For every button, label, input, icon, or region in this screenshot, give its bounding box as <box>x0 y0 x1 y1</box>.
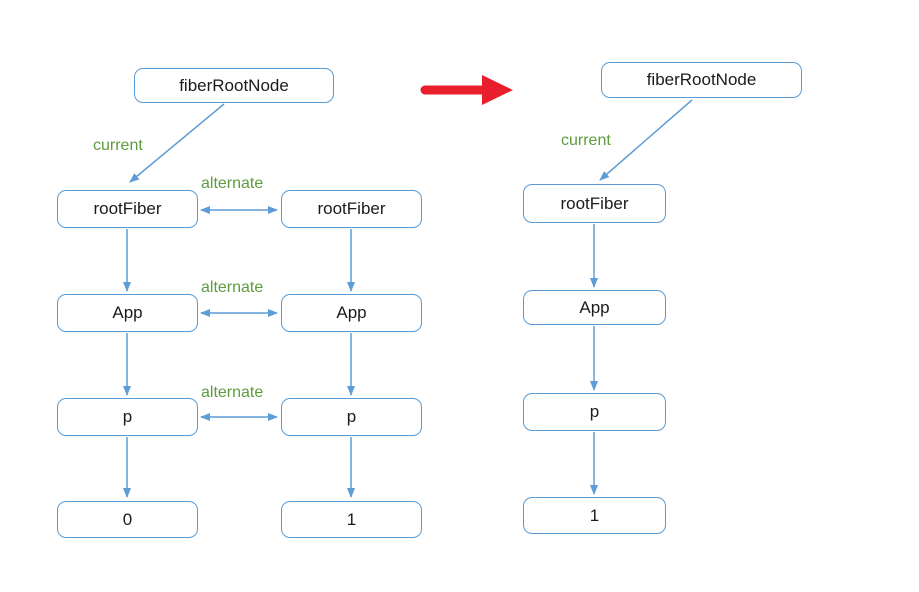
node-right-1: 1 <box>523 497 666 534</box>
node-left-fiberrootnode: fiberRootNode <box>134 68 334 103</box>
node-right-p: p <box>523 393 666 431</box>
node-left-current-p: p <box>57 398 198 436</box>
label-right-current: current <box>561 132 611 149</box>
node-right-app: App <box>523 290 666 325</box>
red-arrow-head <box>482 75 513 105</box>
node-right-rootfiber: rootFiber <box>523 184 666 223</box>
label-left-current: current <box>93 137 143 154</box>
label-left-alternate-1: alternate <box>201 175 264 192</box>
node-left-current-rootfiber: rootFiber <box>57 190 198 228</box>
arrow-right-current <box>599 99 693 181</box>
label-left-alternate-3: alternate <box>201 384 264 401</box>
node-left-alternate-p: p <box>281 398 422 436</box>
node-left-alternate-app: App <box>281 294 422 332</box>
node-left-current-0: 0 <box>57 501 198 538</box>
label-left-alternate-2: alternate <box>201 279 264 296</box>
node-left-alternate-rootfiber: rootFiber <box>281 190 422 228</box>
node-left-current-app: App <box>57 294 198 332</box>
node-right-fiberrootnode: fiberRootNode <box>601 62 802 98</box>
arrow-left-current <box>129 103 225 183</box>
node-left-alternate-1: 1 <box>281 501 422 538</box>
